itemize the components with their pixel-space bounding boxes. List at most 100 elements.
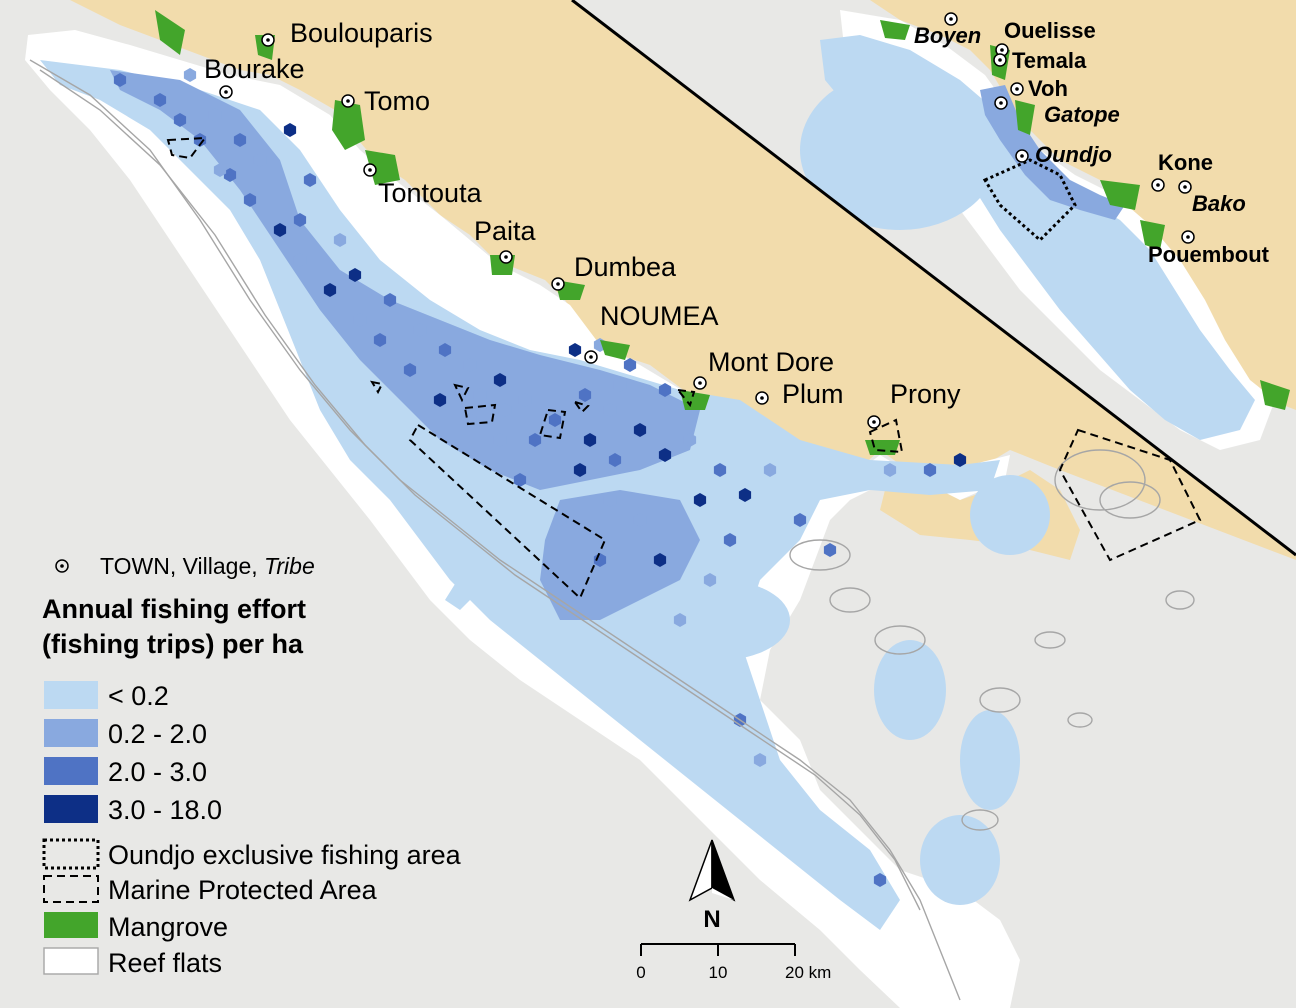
- town-label: Voh: [1028, 76, 1068, 101]
- mpa-outline: [1058, 428, 1202, 562]
- inset-effort-zone-medium: [980, 85, 1125, 220]
- effort-hex-cell: [518, 393, 532, 407]
- effort-hex-cell: [353, 313, 367, 327]
- town-label: Boyen: [914, 23, 981, 48]
- mangrove-patch: [1100, 180, 1140, 210]
- mangrove-patch: [600, 340, 630, 360]
- mpa-outline: [453, 383, 470, 403]
- effort-hex-cell: [413, 323, 427, 337]
- mpa-outline: [868, 418, 904, 454]
- legend-effort-label: 3.0 - 18.0: [108, 795, 222, 825]
- effort-hex-cell: [633, 423, 647, 437]
- effort-hex-cell: [493, 373, 507, 387]
- scale-bar-label-10: 10: [709, 963, 728, 982]
- reef-flat-outlines: [29, 59, 1195, 1001]
- effort-hex-cell: [823, 543, 837, 557]
- scale-bar: 0 10 20 km: [636, 943, 831, 982]
- town-marker-dot: [1183, 185, 1187, 189]
- town-marker-dot: [504, 255, 508, 259]
- mpa-outline: [369, 380, 384, 395]
- effort-zone-reef-south-2: [960, 710, 1020, 810]
- mpa-outline: [572, 400, 590, 414]
- town-label: Paita: [474, 216, 537, 246]
- town-label: Plum: [782, 379, 844, 409]
- effort-hex-cell: [653, 553, 667, 567]
- legend-effort-swatch: [44, 681, 98, 709]
- effort-hex-cell: [883, 463, 897, 477]
- effort-hex-cell: [403, 363, 417, 377]
- north-arrow: N: [688, 839, 736, 933]
- legend-effort-swatch: [44, 757, 98, 785]
- reef-barrier-outline-inner: [39, 69, 921, 911]
- town-label: Gatope: [1044, 102, 1120, 127]
- effort-hex-cell: [233, 133, 247, 147]
- effort-hex-cell: [873, 873, 887, 887]
- reef-flat: [1099, 481, 1161, 519]
- effort-zone-reef-south-3: [920, 815, 1000, 905]
- town-label: Bako: [1192, 191, 1246, 216]
- effort-hex-cell: [293, 253, 307, 267]
- scale-bar-label-0: 0: [636, 963, 645, 982]
- town-marker-dot: [872, 420, 876, 424]
- main-map: BoulouparisBourakeTomoTontoutaPaitaDumbe…: [25, 0, 1296, 1008]
- mpa-outline: [408, 423, 607, 600]
- inset-divider-line: [571, 0, 1296, 557]
- effort-hex-cell: [583, 433, 597, 447]
- town-label: Prony: [890, 379, 961, 409]
- legend-effort-swatch: [44, 719, 98, 747]
- effort-hex-cell: [528, 433, 542, 447]
- marine-protected-areas: [166, 136, 1202, 600]
- town-label: Tomo: [364, 86, 430, 116]
- town-marker-dot: [368, 168, 372, 172]
- effort-hex-cell: [153, 93, 167, 107]
- effort-hex-cell: [603, 493, 617, 507]
- effort-hex-cell: [173, 113, 187, 127]
- effort-hex-cell: [633, 513, 647, 527]
- reef-flat: [1034, 631, 1066, 649]
- legend-label-oundjo: Oundjo exclusive fishing area: [108, 840, 462, 870]
- town-label: Kone: [1158, 150, 1213, 175]
- reef-flat: [789, 539, 851, 571]
- mangrove-patch: [155, 10, 185, 55]
- reef-flat: [874, 625, 926, 655]
- effort-hex-cell: [493, 433, 507, 447]
- legend-swatch-mpa: [43, 875, 99, 903]
- effort-hex-cell: [303, 173, 317, 187]
- effort-hex-cell: [753, 753, 767, 767]
- effort-hex-cell: [273, 223, 287, 237]
- effort-zone-low: [40, 60, 1000, 930]
- town-marker-dot: [589, 355, 593, 359]
- effort-hex-cell: [213, 163, 227, 177]
- town-label: Temala: [1012, 48, 1087, 73]
- town-marker-dot: [1000, 48, 1004, 52]
- effort-zone-offshore: [650, 580, 790, 660]
- effort-hex-cell: [673, 613, 687, 627]
- legend-label-reef: Reef flats: [108, 948, 222, 978]
- town-marker-dot: [1186, 235, 1190, 239]
- effort-hex-cell: [433, 393, 447, 407]
- effort-hex-cell: [183, 68, 197, 82]
- town-marker-dot: [949, 17, 953, 21]
- legend-swatch-mangrove: [44, 912, 98, 938]
- town-label: Pouembout: [1148, 242, 1270, 267]
- effort-hex-cell: [568, 343, 582, 357]
- reef-flat: [1054, 449, 1146, 511]
- effort-hex-cell: [603, 403, 617, 417]
- reef-flat: [1165, 590, 1195, 610]
- mangrove-patch: [1140, 220, 1165, 250]
- effort-hex-cell: [658, 383, 672, 397]
- town-marker-dot: [1020, 154, 1024, 158]
- effort-zone-arm: [445, 505, 565, 610]
- effort-hex-cell: [693, 493, 707, 507]
- effort-hex-cell: [738, 488, 752, 502]
- effort-hex-cell: [578, 388, 592, 402]
- effort-hex-cell: [113, 73, 127, 87]
- legend: TOWN, Village, Tribe Annual fishing effo…: [42, 553, 462, 978]
- mangrove-patch: [1260, 380, 1290, 410]
- town-label: Mont Dore: [708, 347, 834, 377]
- legend-swatch-reef: [43, 947, 99, 975]
- effort-hex-cell: [283, 123, 297, 137]
- effort-hex-cell: [208, 108, 222, 122]
- effort-hex-cell: [548, 413, 562, 427]
